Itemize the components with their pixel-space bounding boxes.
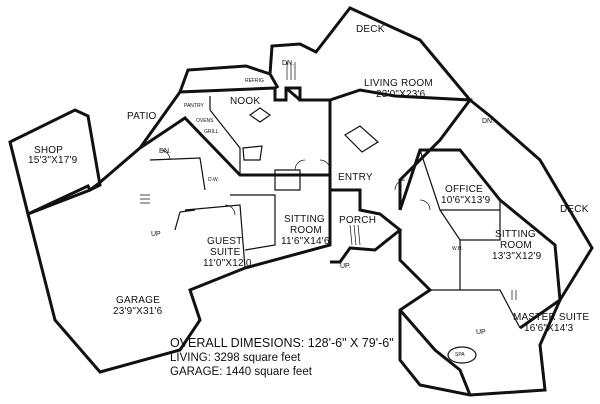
label-sitting2-name: SITTING — [495, 229, 536, 240]
label-pantry: PANTRY — [184, 103, 204, 109]
label-master-size: 16'6"X14'3 — [524, 323, 574, 334]
label-dw: D.W. — [208, 177, 219, 183]
stair-lines — [140, 62, 517, 300]
summary-dimensions: OVERALL DIMESIONS: 128'-6" X 79'-6" — [170, 336, 394, 350]
garage-walls — [26, 116, 332, 374]
label-shop-name: SHOP — [34, 145, 63, 156]
label-ovens: OVENS — [196, 118, 214, 124]
label-guest-name: GUEST — [207, 236, 242, 247]
label-master-name: MASTER SUITE — [513, 312, 589, 323]
label-sitting1-name: SITTING — [284, 214, 325, 225]
label-deck-top: DECK — [356, 24, 385, 35]
door-swings — [159, 149, 431, 216]
label-sitting1-name2: ROOM — [290, 225, 322, 236]
label-dn-3: DN. — [482, 118, 494, 125]
label-up-3: UP — [476, 329, 486, 336]
porch-walls — [328, 175, 403, 264]
label-dn-1: DN. — [282, 60, 294, 67]
label-entry: ENTRY — [338, 172, 373, 183]
nook-walls — [178, 64, 280, 93]
deck-right-walls — [469, 98, 594, 330]
label-spa: SPA — [455, 352, 465, 358]
label-sitting2-size: 13'3"X12'9 — [492, 251, 542, 262]
label-up-2: UP. — [340, 263, 351, 270]
label-sitting1-size: 11'6"X14'6 — [281, 236, 330, 247]
label-grill: GRILL — [204, 129, 219, 135]
label-nook: NOOK — [230, 96, 260, 107]
label-wh: W.H. — [452, 246, 463, 252]
label-dn-2: DN. — [159, 148, 171, 155]
label-sitting2-name2: ROOM — [500, 240, 532, 251]
label-shop-size: 15'3"X17'9 — [28, 155, 78, 166]
spa-tub — [447, 346, 477, 364]
label-patio: PATIO — [127, 111, 157, 122]
label-garage-size: 23'9"X31'6 — [113, 306, 163, 317]
label-living-name: LIVING ROOM — [364, 78, 433, 89]
summary-garage: GARAGE: 1440 square feet — [170, 366, 313, 378]
deck-top-walls — [268, 6, 472, 101]
master-bath-walls — [398, 309, 472, 396]
label-refrig: REFRIG — [245, 78, 264, 84]
east-wing-walls — [398, 148, 562, 397]
label-office-size: 10'6"X13'9 — [441, 195, 491, 206]
label-guest-name2: SUITE — [210, 247, 241, 258]
label-living-size: 23'0"X23'6 — [376, 89, 426, 100]
summary-living: LIVING: 3298 square feet — [170, 352, 301, 364]
interior-walls — [149, 96, 521, 329]
label-deck-right: DECK — [560, 204, 589, 215]
label-up-1: UP — [151, 231, 161, 238]
label-garage-name: GARAGE — [116, 295, 160, 306]
label-office-name: OFFICE — [445, 184, 483, 195]
label-guest-size: 11'0"X12'0 — [203, 258, 252, 269]
label-porch: PORCH — [339, 215, 376, 226]
